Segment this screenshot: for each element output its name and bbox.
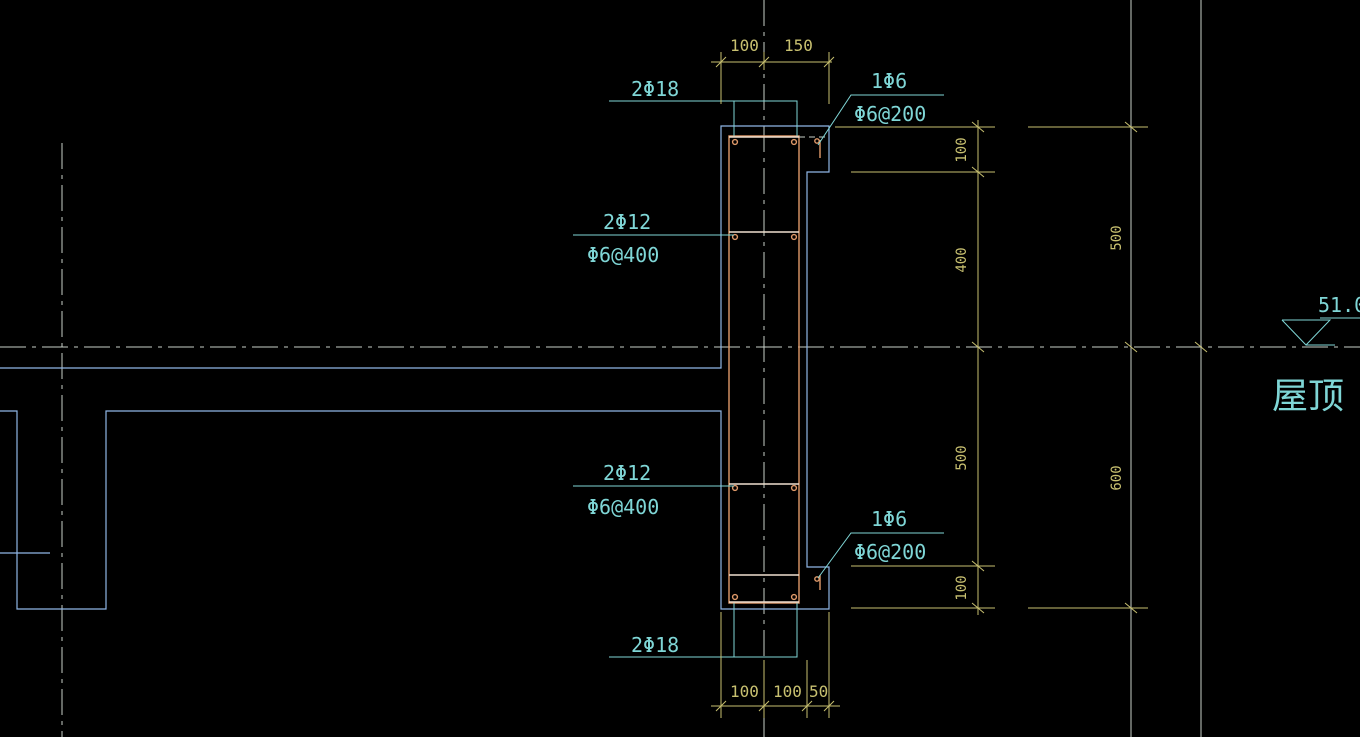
- leader-upper-right: [817, 94, 944, 146]
- label-mid-upper-stirrup: Φ6@400: [587, 243, 659, 267]
- leader-bottom-rebar: [609, 603, 798, 658]
- dimension-lines: [711, 52, 1208, 718]
- dim-tick: [715, 56, 727, 68]
- reinforcement: [728, 135, 827, 604]
- leader-lower-right: [817, 532, 944, 579]
- rebar-dot: [731, 484, 739, 492]
- dim-tick: [971, 560, 985, 572]
- elevation-name: 屋顶: [1272, 376, 1344, 417]
- dim-tick: [1124, 602, 1138, 614]
- rebar-dot: [814, 138, 820, 144]
- label-lower-right-bar: 1Φ6: [871, 507, 907, 531]
- dim-text-bottom-2: 100: [773, 682, 802, 701]
- dim-text-bottom-1: 100: [730, 682, 759, 701]
- label-upper-right-bar: 1Φ6: [871, 69, 907, 93]
- dim-tick: [1124, 121, 1138, 133]
- dim-text-right-inner-3: 500: [954, 445, 970, 470]
- label-mid-lower-main: 2Φ12: [603, 461, 651, 485]
- dim-text-right-inner-4: 100: [954, 575, 970, 600]
- rebar-dot: [790, 593, 798, 601]
- dim-tick: [971, 166, 985, 178]
- dim-tick: [801, 700, 813, 712]
- dim-tick: [971, 121, 985, 133]
- dim-tick: [971, 602, 985, 614]
- elevation-marker: [1281, 317, 1360, 346]
- dim-text-top-left: 100: [730, 36, 759, 55]
- leader-top-rebar: [609, 100, 798, 136]
- dim-tick: [758, 56, 770, 68]
- longitudinal-rebar-frame: [728, 135, 800, 604]
- dim-tick: [823, 700, 835, 712]
- rebar-dot: [790, 138, 798, 146]
- label-bottom-rebar: 2Φ18: [631, 633, 679, 657]
- dim-tick: [1124, 341, 1138, 353]
- elevation-value: 51.00: [1318, 293, 1360, 317]
- elevation-triangle-icon: [1281, 319, 1332, 346]
- label-top-rebar: 2Φ18: [631, 77, 679, 101]
- rebar-dot: [731, 593, 739, 601]
- rebar-dot: [731, 138, 739, 146]
- dim-tick: [1194, 341, 1208, 353]
- rebar-dot: [814, 576, 820, 582]
- label-upper-right-stirrup: Φ6@200: [854, 102, 926, 126]
- dim-text-right-outer-1: 500: [1109, 225, 1125, 250]
- dim-tick: [823, 56, 835, 68]
- dim-tick: [971, 341, 985, 353]
- dim-text-right-inner-2: 400: [954, 247, 970, 272]
- concrete-outline: [0, 125, 830, 610]
- rebar-dot: [790, 484, 798, 492]
- slab-parapet-outline: [0, 125, 830, 610]
- label-lower-right-stirrup: Φ6@200: [854, 540, 926, 564]
- dim-text-right-outer-2: 600: [1109, 465, 1125, 490]
- dim-text-right-inner-1: 100: [954, 137, 970, 162]
- rebar-dot: [731, 233, 739, 241]
- annotation-text: 2Φ18 2Φ18 2Φ12 Φ6@400 2Φ12 Φ6@400 1Φ6 Φ6…: [587, 36, 1360, 701]
- dim-text-top-right: 150: [784, 36, 813, 55]
- dim-tick: [758, 700, 770, 712]
- rebar-dot: [790, 233, 798, 241]
- label-mid-lower-stirrup: Φ6@400: [587, 495, 659, 519]
- dim-tick: [715, 700, 727, 712]
- label-mid-upper-main: 2Φ12: [603, 210, 651, 234]
- leader-lines: [573, 94, 944, 658]
- dim-text-bottom-3: 50: [809, 682, 828, 701]
